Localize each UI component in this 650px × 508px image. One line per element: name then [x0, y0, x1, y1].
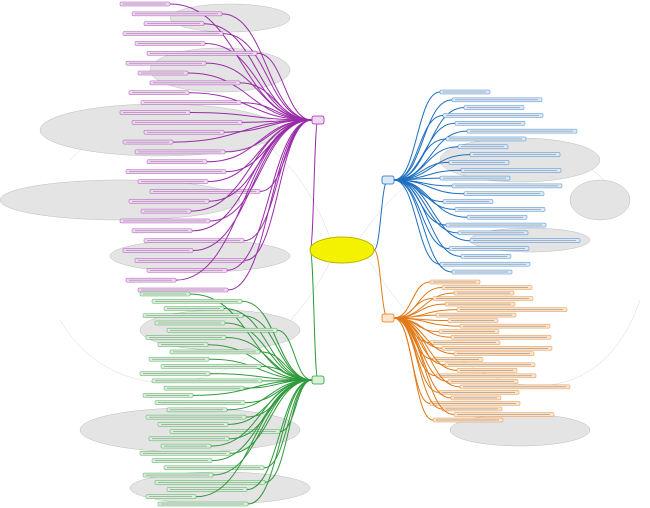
edge	[190, 119, 313, 212]
edge	[393, 281, 431, 319]
edge	[239, 82, 313, 121]
node-group-bubble	[109, 239, 291, 273]
branch-node[interactable]	[311, 115, 325, 125]
edge	[393, 179, 441, 265]
edge	[221, 13, 313, 121]
edge	[393, 138, 447, 181]
branch-connector	[309, 249, 319, 381]
edge	[393, 179, 462, 257]
central-node[interactable]	[309, 236, 375, 264]
edge	[227, 119, 313, 291]
branch-connector	[373, 249, 389, 319]
edge	[188, 92, 313, 121]
edge	[393, 317, 434, 421]
edge	[226, 119, 313, 271]
edge	[393, 179, 453, 273]
edge	[242, 315, 313, 381]
branch-connector	[373, 179, 389, 251]
branch-purple	[119, 1, 325, 293]
edge	[393, 287, 443, 319]
edge	[191, 119, 313, 232]
branch-blue	[373, 89, 581, 275]
edge	[247, 379, 313, 505]
edge	[393, 114, 444, 181]
branch-node[interactable]	[311, 375, 325, 385]
edge	[256, 52, 313, 121]
node-group-bubble	[569, 179, 631, 221]
edge	[393, 91, 441, 181]
branch-node[interactable]	[381, 313, 395, 323]
edge	[393, 317, 461, 388]
branch-node[interactable]	[381, 175, 395, 185]
edge	[205, 62, 313, 121]
branch-connector	[309, 119, 319, 251]
edge	[207, 344, 313, 381]
edge	[264, 379, 313, 483]
edge	[189, 111, 313, 121]
edge	[208, 358, 313, 381]
edge	[276, 329, 313, 381]
edge	[192, 379, 313, 396]
edge	[393, 179, 465, 195]
central-node-shape	[309, 236, 375, 264]
edge	[172, 119, 313, 143]
edge	[206, 119, 313, 163]
edge	[241, 300, 313, 381]
edge	[175, 119, 313, 281]
edge	[224, 322, 313, 381]
edge	[195, 379, 313, 498]
edge	[393, 179, 471, 242]
edge	[222, 33, 313, 121]
edge	[393, 317, 455, 415]
branch-orange	[373, 249, 571, 423]
node-group-bubble	[169, 3, 291, 33]
edge	[229, 379, 313, 454]
branch-green	[139, 249, 325, 507]
edge	[212, 379, 313, 476]
edge	[393, 317, 443, 410]
edge	[393, 179, 456, 210]
